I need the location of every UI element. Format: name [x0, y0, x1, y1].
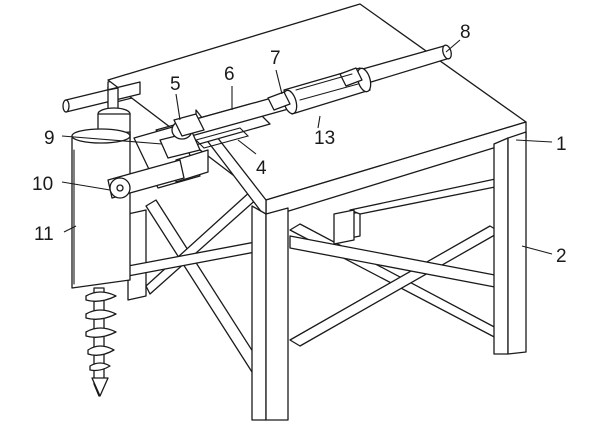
drill-body — [71, 131, 131, 289]
label-10: 10 — [32, 174, 53, 195]
leader-lines — [61, 39, 553, 255]
screw-rod-assembly — [177, 44, 452, 139]
label-7: 7 — [270, 48, 281, 69]
label-9: 9 — [44, 128, 55, 149]
front-left-leg — [265, 207, 289, 421]
front-cross-brace — [289, 177, 501, 347]
label-6: 6 — [224, 64, 235, 85]
middle-leg-stub — [333, 209, 355, 245]
front-right-leg-side — [493, 137, 509, 355]
label-5: 5 — [170, 74, 181, 95]
label-8: 8 — [460, 22, 471, 43]
label-4: 4 — [256, 158, 267, 179]
label-2: 2 — [556, 246, 567, 267]
front-right-leg — [507, 131, 527, 355]
label-11: 11 — [34, 224, 54, 245]
nut-7 — [267, 91, 291, 111]
label-1: 1 — [556, 134, 567, 155]
left-cross-brace — [127, 189, 267, 373]
clamp-bracket — [133, 113, 209, 189]
front-legs — [251, 131, 527, 421]
reference-numerals: 1 2 4 5 6 7 8 9 10 11 13 — [32, 22, 567, 267]
label-13: 13 — [314, 128, 335, 149]
drill-head — [62, 81, 185, 397]
t-handle — [65, 81, 141, 113]
front-left-leg-side — [251, 205, 267, 421]
